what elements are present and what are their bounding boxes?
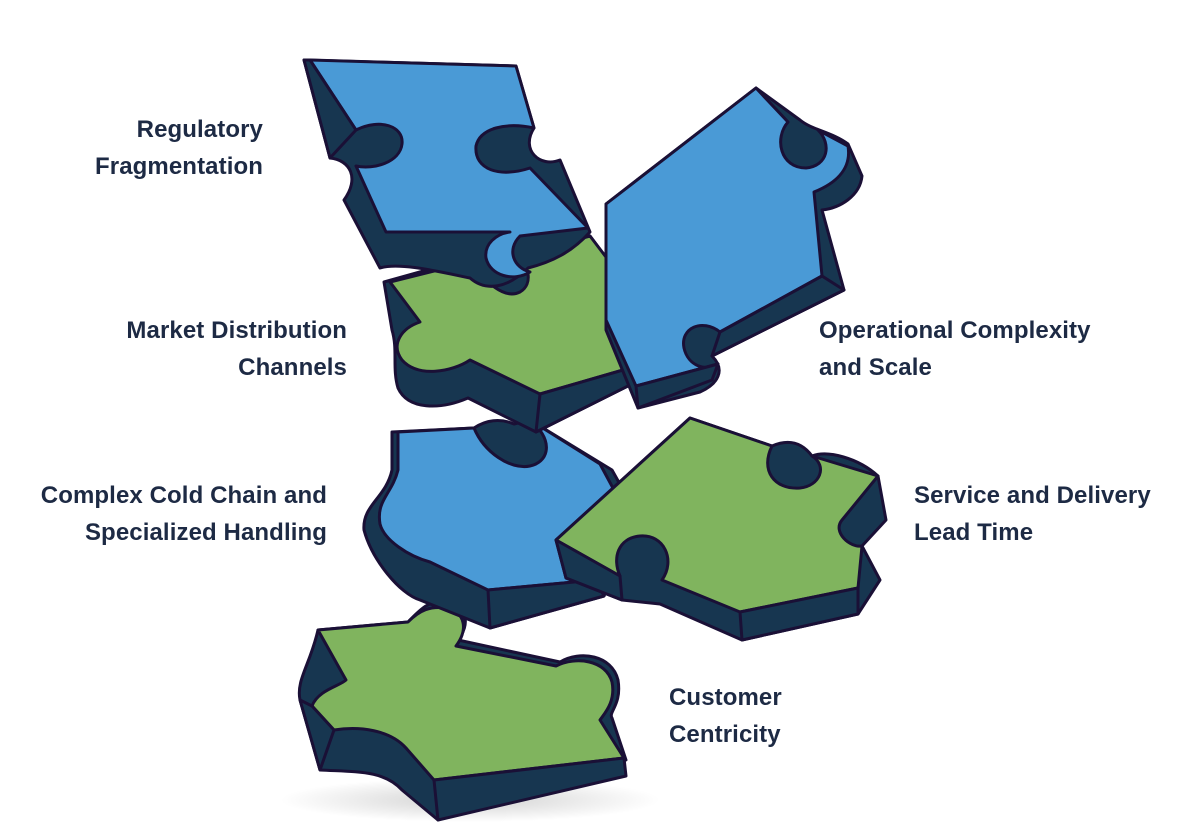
label-service: Service and Delivery Lead Time [914, 477, 1151, 551]
label-customer: Customer Centricity [669, 679, 782, 753]
label-customer-line1: Customer [669, 684, 782, 711]
puzzle-piece-service [554, 416, 888, 642]
label-customer-line2: Centricity [669, 721, 781, 748]
puzzle-piece-market [382, 234, 642, 434]
label-regulatory-line1: Regulatory [136, 116, 263, 143]
label-market-line1: Market Distribution [126, 317, 347, 344]
label-market-line2: Channels [238, 354, 347, 381]
label-regulatory-line2: Fragmentation [95, 153, 263, 180]
label-operational: Operational Complexity and Scale [819, 312, 1091, 386]
label-operational-line1: Operational Complexity [819, 317, 1091, 344]
label-service-line1: Service and Delivery [914, 482, 1151, 509]
label-cold-chain: Complex Cold Chain and Specialized Handl… [41, 477, 327, 551]
label-operational-line2: and Scale [819, 354, 932, 381]
label-regulatory: Regulatory Fragmentation [95, 111, 263, 185]
label-cold-chain-line2: Specialized Handling [84, 519, 327, 546]
label-market: Market Distribution Channels [126, 312, 347, 386]
puzzle-piece-operational [604, 86, 864, 410]
label-service-line2: Lead Time [914, 519, 1034, 546]
puzzle-piece-regulatory [302, 58, 592, 288]
label-cold-chain-line1: Complex Cold Chain and [40, 482, 327, 509]
